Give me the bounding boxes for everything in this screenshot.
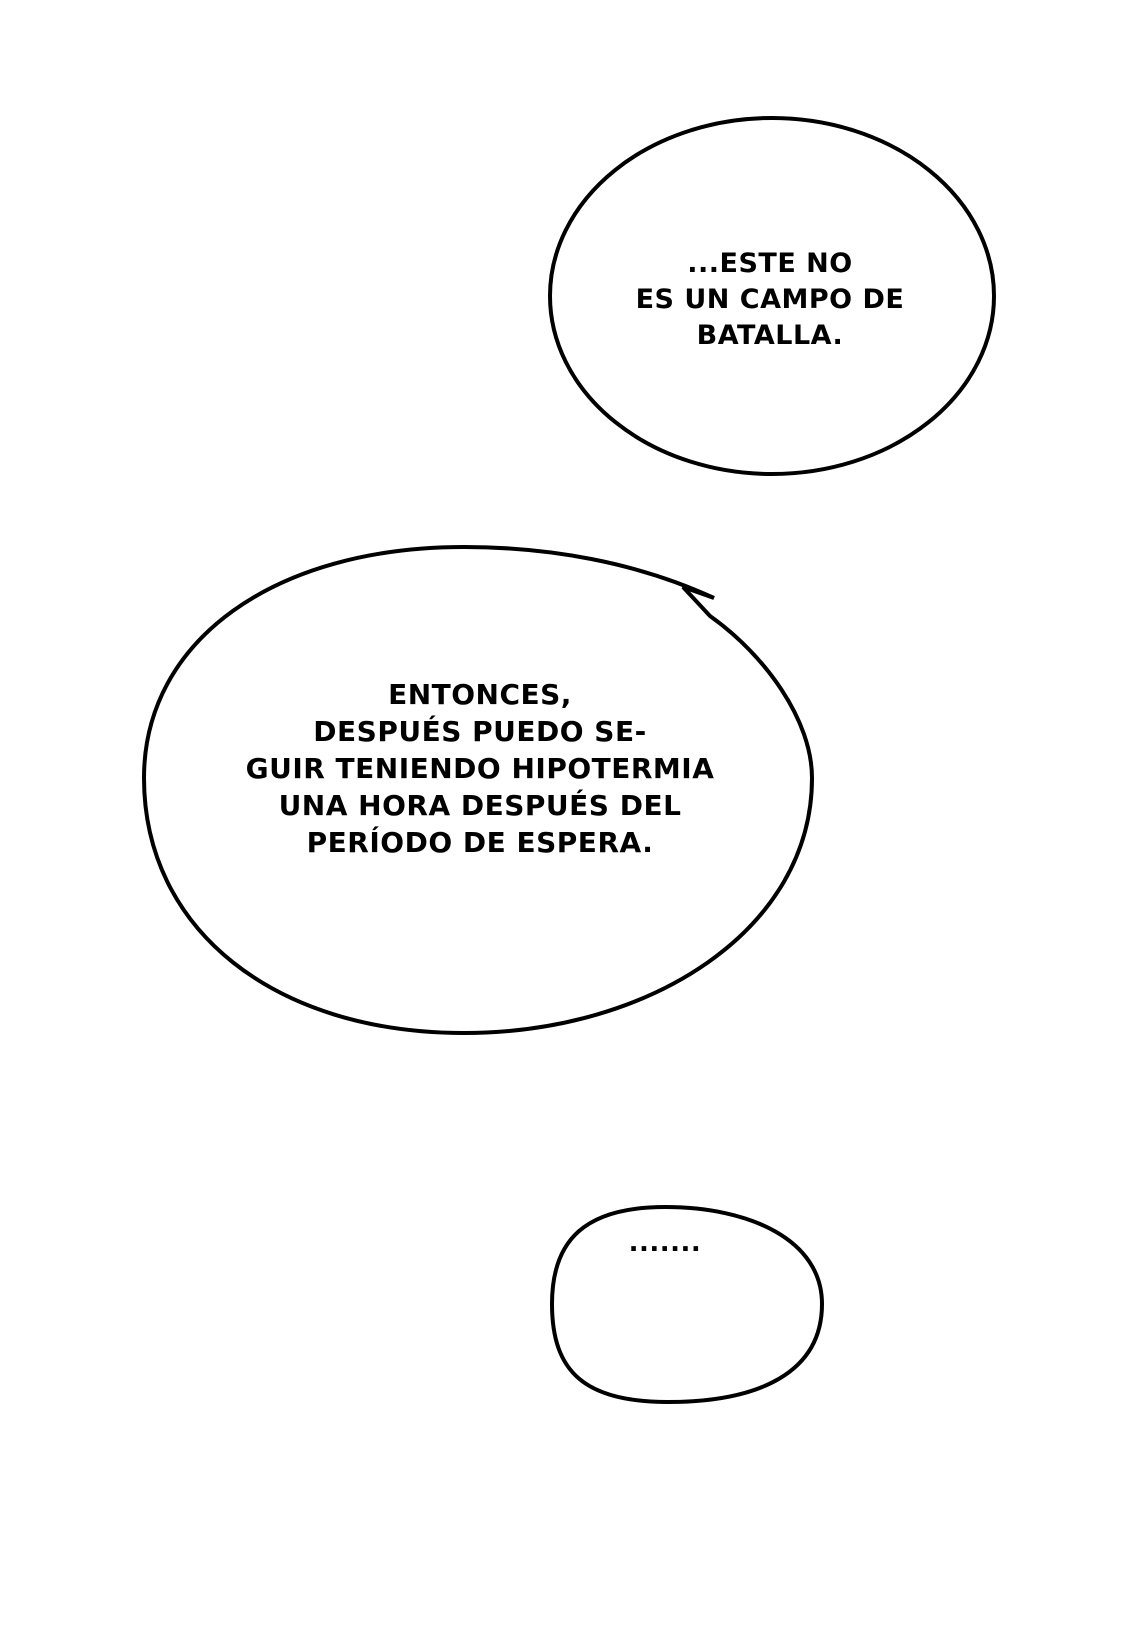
speech-bubble-3 [549, 1204, 825, 1405]
bubble-2-line: GUIR TENIENDO HIPOTERMIA [245, 752, 715, 785]
speech-bubble-3-text: ....... [540, 1228, 790, 1258]
bubble-2-line: PERÍODO DE ESPERA. [306, 826, 654, 859]
speech-bubble-1 [548, 116, 996, 476]
bubble-3-line: ....... [628, 1228, 702, 1258]
speech-bubble-2-text: ENTONCES, DESPUÉS PUEDO SE- GUIR TENIEND… [230, 676, 730, 861]
bubble-1-line: ES UN CAMPO DE [635, 284, 905, 315]
bubble-2-line: UNA HORA DESPUÉS DEL [278, 789, 682, 822]
speech-bubble-2 [141, 544, 815, 1036]
bubble-2-line: DESPUÉS PUEDO SE- [313, 715, 647, 748]
bubble-1-line: ...ESTE NO [687, 248, 853, 279]
bubble-2-line: ENTONCES, [388, 678, 572, 711]
bubble-1-line: BATALLA. [696, 320, 844, 351]
speech-bubble-1-text: ...ESTE NO ES UN CAMPO DE BATALLA. [600, 246, 940, 354]
